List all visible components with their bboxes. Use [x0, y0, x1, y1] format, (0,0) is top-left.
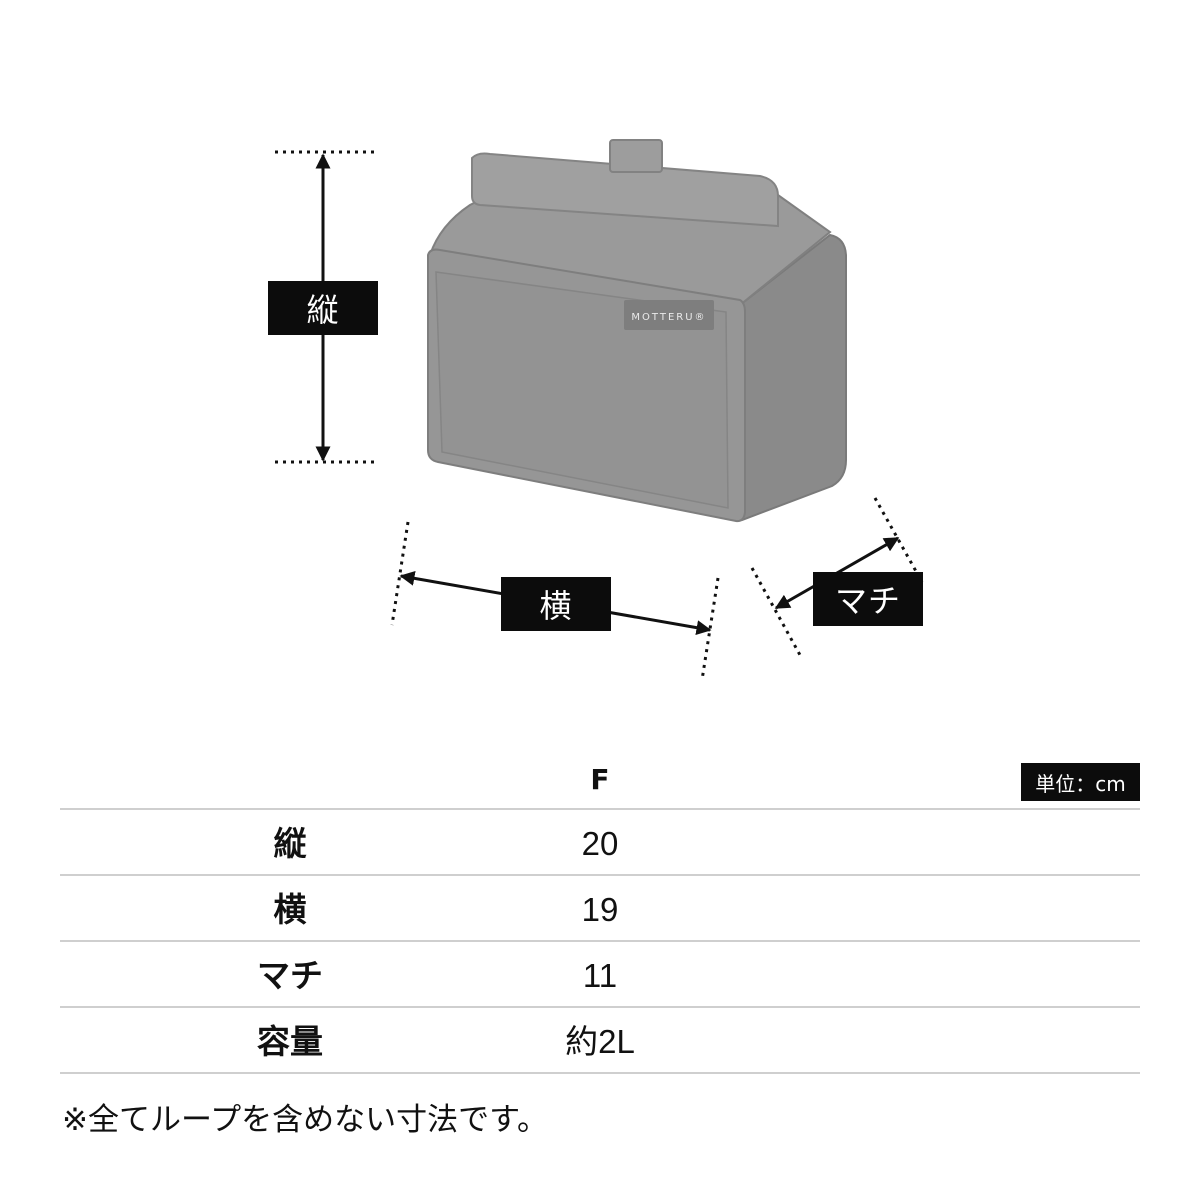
height-label: 縦 — [268, 281, 378, 335]
row-value: 19 — [581, 891, 619, 928]
row-label: 横 — [273, 890, 307, 929]
footnote: ※全てループを含めない寸法です。 — [62, 1102, 549, 1138]
row-label: マチ — [257, 956, 323, 995]
row-label: 縦 — [273, 824, 307, 863]
size-diagram: MOTTERU® 縦 横 マチ — [268, 139, 924, 681]
row-value: 11 — [582, 957, 618, 994]
table-row: 容量 約2L — [60, 1008, 1140, 1074]
unit-badge: 単位：cm — [1021, 763, 1140, 801]
table-row: マチ 11 — [60, 942, 1140, 1008]
depth-label: マチ — [813, 572, 923, 626]
table-row: 横 19 — [60, 876, 1140, 942]
row-value: 約2L — [565, 1023, 635, 1060]
size-table: 縦 20 横 19 マチ 11 容量 約2L — [60, 808, 1140, 1074]
size-column-header: F — [590, 763, 610, 796]
width-label: 横 — [501, 577, 611, 631]
bag-illustration: MOTTERU® — [275, 139, 924, 681]
row-label: 容量 — [257, 1022, 323, 1061]
brand-tag-text: MOTTERU® — [631, 312, 706, 323]
table-row: 縦 20 — [60, 810, 1140, 876]
row-value: 20 — [581, 825, 619, 862]
